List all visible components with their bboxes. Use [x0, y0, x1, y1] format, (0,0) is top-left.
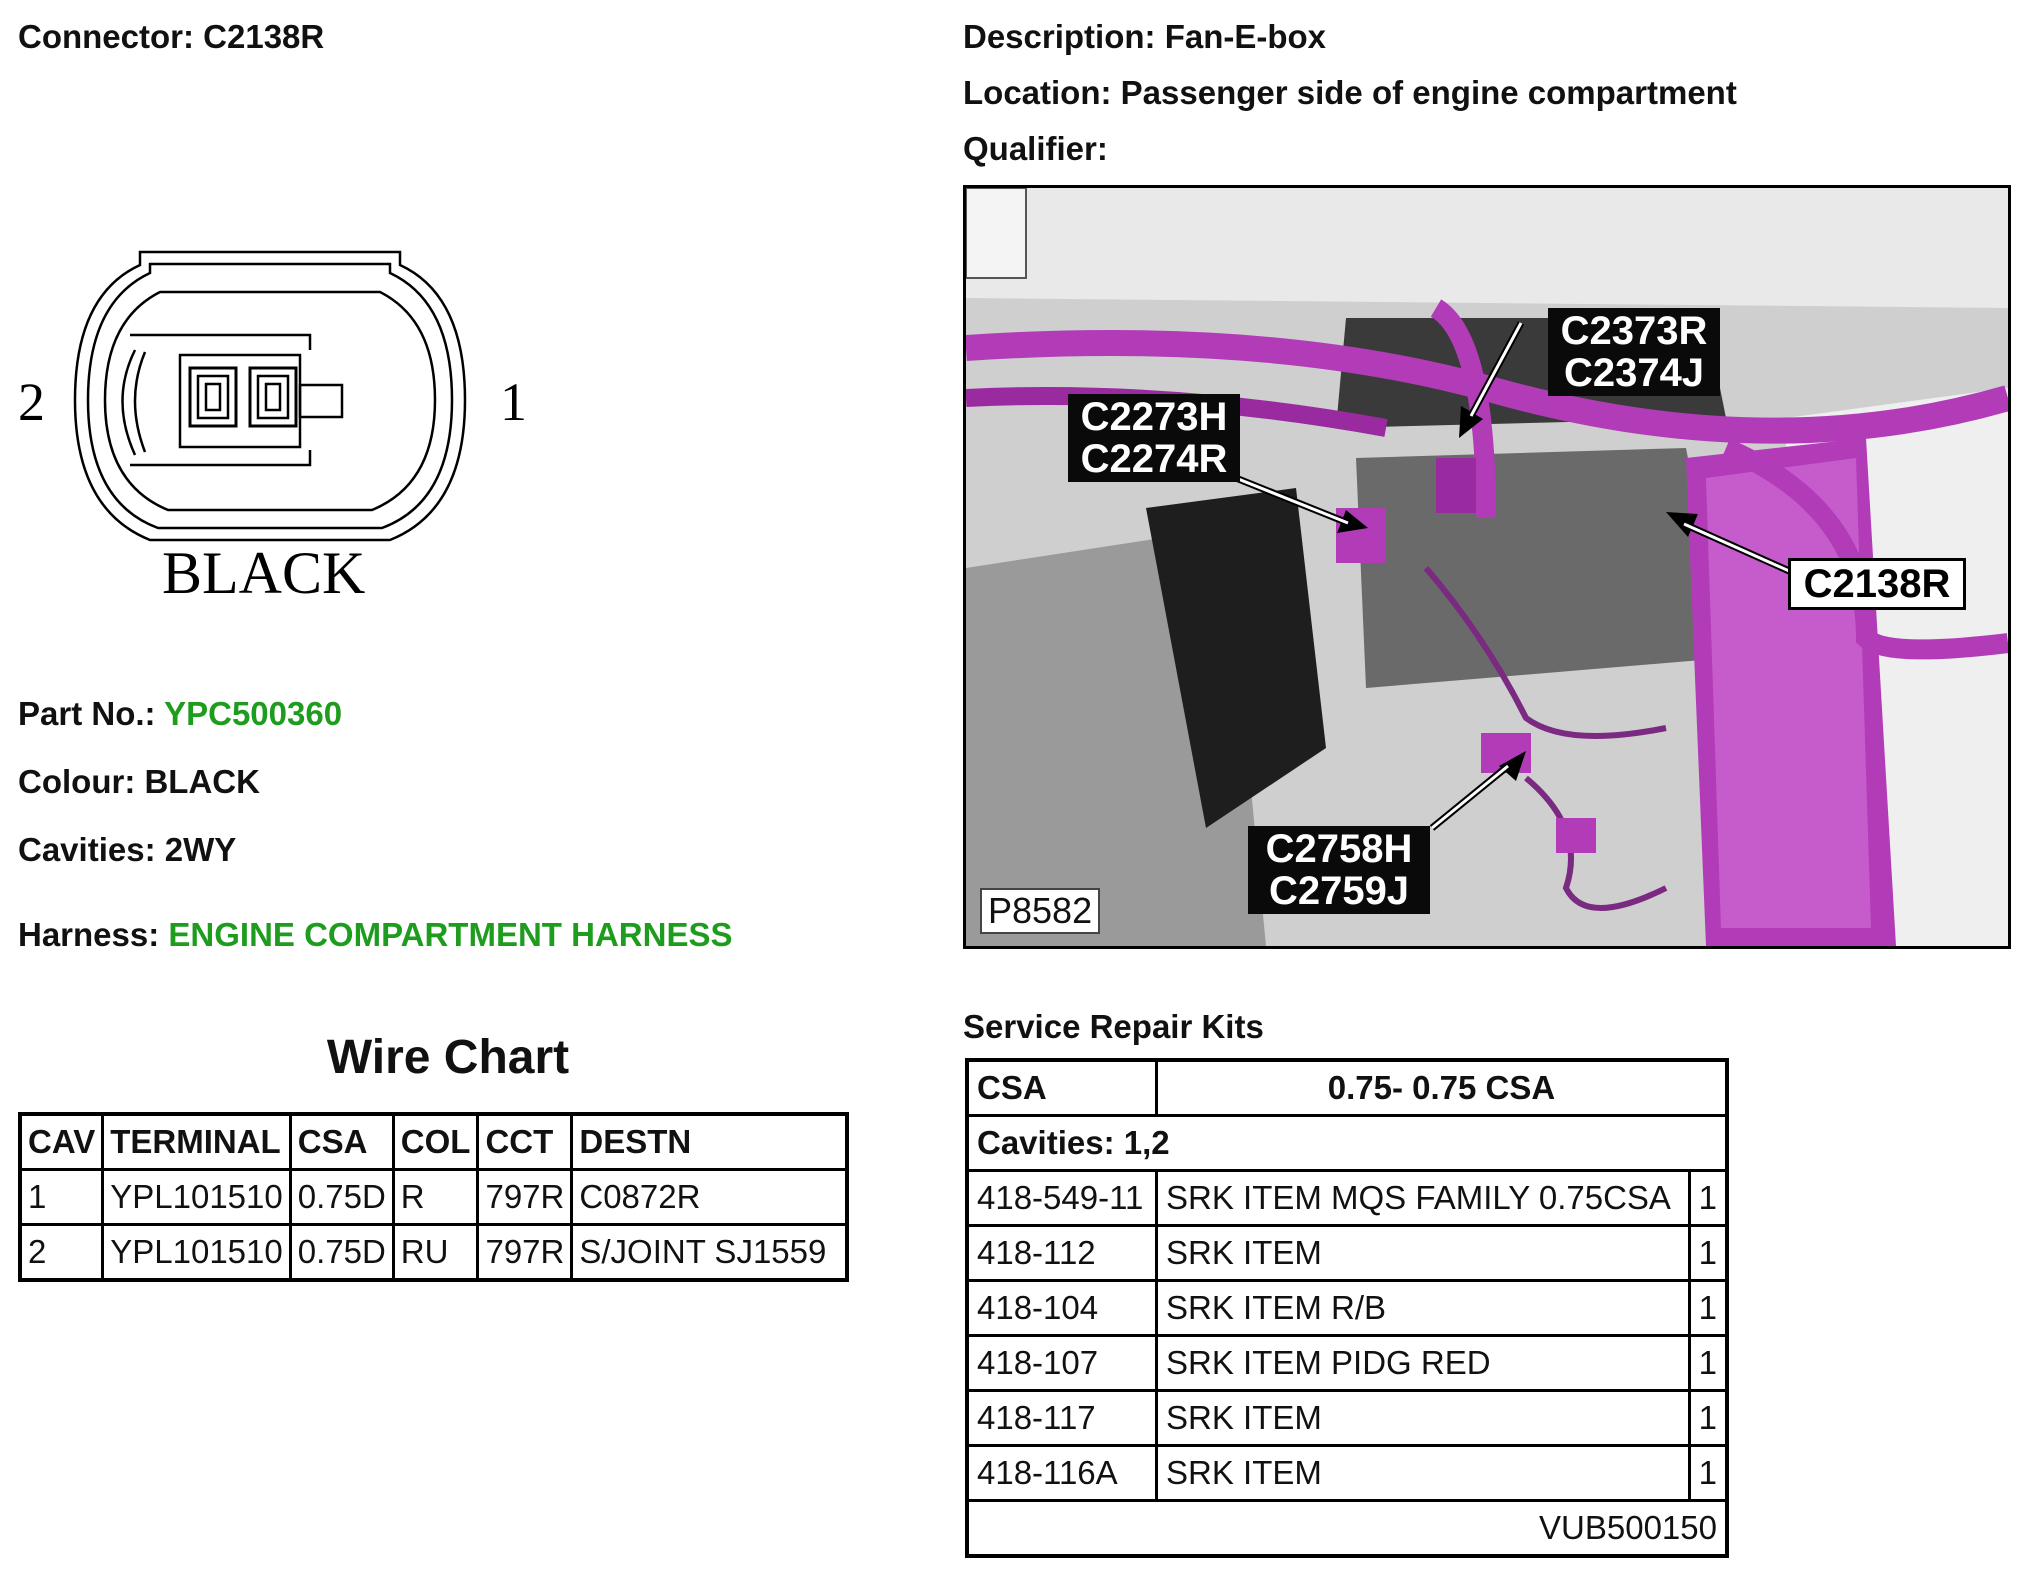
callout-c2758h-c2759j: C2758H C2759J	[1248, 826, 1430, 914]
photo-ref-label: P8582	[980, 888, 1101, 934]
kit-description: SRK ITEM	[1155, 1224, 1691, 1282]
callout-text: C2373R	[1560, 309, 1708, 353]
harness: Harness: ENGINE COMPARTMENT HARNESS	[18, 916, 732, 954]
kit-code: 418-107	[965, 1334, 1158, 1392]
kit-qty: 1	[1687, 1169, 1729, 1227]
srk-cavities-row: Cavities: 1,2	[965, 1114, 1729, 1172]
header-cell: CSA	[288, 1112, 395, 1171]
engine-bay-illustration	[966, 188, 2008, 946]
srk-cavities: Cavities: 1,2	[965, 1114, 1729, 1172]
kit-description: SRK ITEM	[1155, 1444, 1691, 1502]
kit-code: 418-117	[965, 1389, 1158, 1447]
callout-text: C2758H	[1265, 827, 1413, 871]
table-row: 418-104 SRK ITEM R/B 1	[965, 1279, 1729, 1337]
part-number: Part No.: YPC500360	[18, 695, 342, 733]
location-label: Location: Passenger side of engine compa…	[963, 74, 1737, 111]
callout-c2138r: C2138R	[1788, 558, 1966, 610]
part-number-label: Part No.:	[18, 695, 156, 732]
cell: 797R	[476, 1223, 574, 1282]
connector-label: Connector: C2138R	[18, 18, 325, 55]
pin-label-right: 1	[500, 372, 527, 432]
wire-chart-header-row: CAV TERMINAL CSA COL CCT DESTN	[18, 1112, 849, 1171]
srk-table: CSA 0.75- 0.75 CSA Cavities: 1,2 418-549…	[965, 1058, 1729, 1558]
kit-code: 418-116A	[965, 1444, 1158, 1502]
wire-chart-table: CAV TERMINAL CSA COL CCT DESTN 1 YPL1015…	[18, 1112, 850, 1282]
wire-chart-title: Wire Chart	[326, 1031, 570, 1084]
harness-label: Harness:	[18, 916, 160, 953]
kit-code: 418-104	[965, 1279, 1158, 1337]
kit-qty: 1	[1687, 1334, 1729, 1392]
table-row: 2 YPL101510 0.75D RU 797R S/JOINT SJ1559	[18, 1223, 849, 1282]
csa-label: CSA	[965, 1058, 1158, 1117]
table-row: 418-549-11 SRK ITEM MQS FAMILY 0.75CSA 1	[965, 1169, 1729, 1227]
kit-description: SRK ITEM PIDG RED	[1155, 1334, 1691, 1392]
table-row: 1 YPL101510 0.75D R 797R C0872R	[18, 1168, 849, 1226]
srk-csa-row: CSA 0.75- 0.75 CSA	[965, 1058, 1729, 1117]
kit-description: SRK ITEM	[1155, 1389, 1691, 1447]
srk-footer-code: VUB500150	[965, 1499, 1729, 1558]
callout-text: C2274R	[1080, 437, 1228, 481]
cell: 0.75D	[288, 1223, 395, 1282]
cavities-label: Cavities: 2WY	[18, 831, 237, 868]
cell: RU	[391, 1223, 480, 1282]
srk-footer-row: VUB500150	[965, 1499, 1729, 1558]
header-cell: TERMINAL	[101, 1112, 292, 1171]
colour-label: Colour: BLACK	[18, 763, 260, 800]
csa-value: 0.75- 0.75 CSA	[1155, 1058, 1729, 1117]
header-cell: COL	[391, 1112, 480, 1171]
kit-qty: 1	[1687, 1444, 1729, 1502]
header-cell: DESTN	[570, 1112, 849, 1171]
location-photo: C2373R C2374J C2273H C2274R C2138R C2758…	[963, 185, 2011, 949]
harness-value[interactable]: ENGINE COMPARTMENT HARNESS	[168, 916, 733, 953]
table-row: 418-112 SRK ITEM 1	[965, 1224, 1729, 1282]
table-row: 418-116A SRK ITEM 1	[965, 1444, 1729, 1502]
description-label: Description: Fan-E-box	[963, 18, 1327, 55]
cell: R	[391, 1168, 480, 1226]
kit-code: 418-112	[965, 1224, 1158, 1282]
pin-label-left: 2	[18, 372, 45, 432]
table-row: 418-117 SRK ITEM 1	[965, 1389, 1729, 1447]
cell: YPL101510	[101, 1223, 292, 1282]
callout-c2273h-c2274r: C2273H C2274R	[1068, 394, 1240, 482]
header-cell: CCT	[476, 1112, 574, 1171]
table-row: 418-107 SRK ITEM PIDG RED 1	[965, 1334, 1729, 1392]
cell: 2	[18, 1223, 105, 1282]
kit-description: SRK ITEM R/B	[1155, 1279, 1691, 1337]
cell: 1	[18, 1168, 105, 1226]
cell: S/JOINT SJ1559	[570, 1223, 849, 1282]
header-cell: CAV	[18, 1112, 105, 1171]
cell: 797R	[476, 1168, 574, 1226]
cell: C0872R	[570, 1168, 849, 1226]
callout-text: C2374J	[1563, 351, 1705, 395]
cell: 0.75D	[288, 1168, 395, 1226]
callout-c2373r-c2374j: C2373R C2374J	[1548, 308, 1720, 396]
callout-text: C2273H	[1080, 395, 1228, 439]
kit-description: SRK ITEM MQS FAMILY 0.75CSA	[1155, 1169, 1691, 1227]
kit-qty: 1	[1687, 1279, 1729, 1337]
callout-text: C2138R	[1803, 562, 1951, 606]
part-number-value[interactable]: YPC500360	[164, 695, 343, 732]
cell: YPL101510	[101, 1168, 292, 1226]
qualifier-label: Qualifier:	[963, 130, 1108, 167]
kit-code: 418-549-11	[965, 1169, 1158, 1227]
connector-face-diagram: 2 1 BLACK	[18, 250, 527, 606]
connector-colour-text: BLACK	[162, 540, 365, 606]
srk-title: Service Repair Kits	[963, 1008, 1264, 1045]
kit-qty: 1	[1687, 1389, 1729, 1447]
kit-qty: 1	[1687, 1224, 1729, 1282]
callout-text: C2759J	[1268, 869, 1410, 913]
